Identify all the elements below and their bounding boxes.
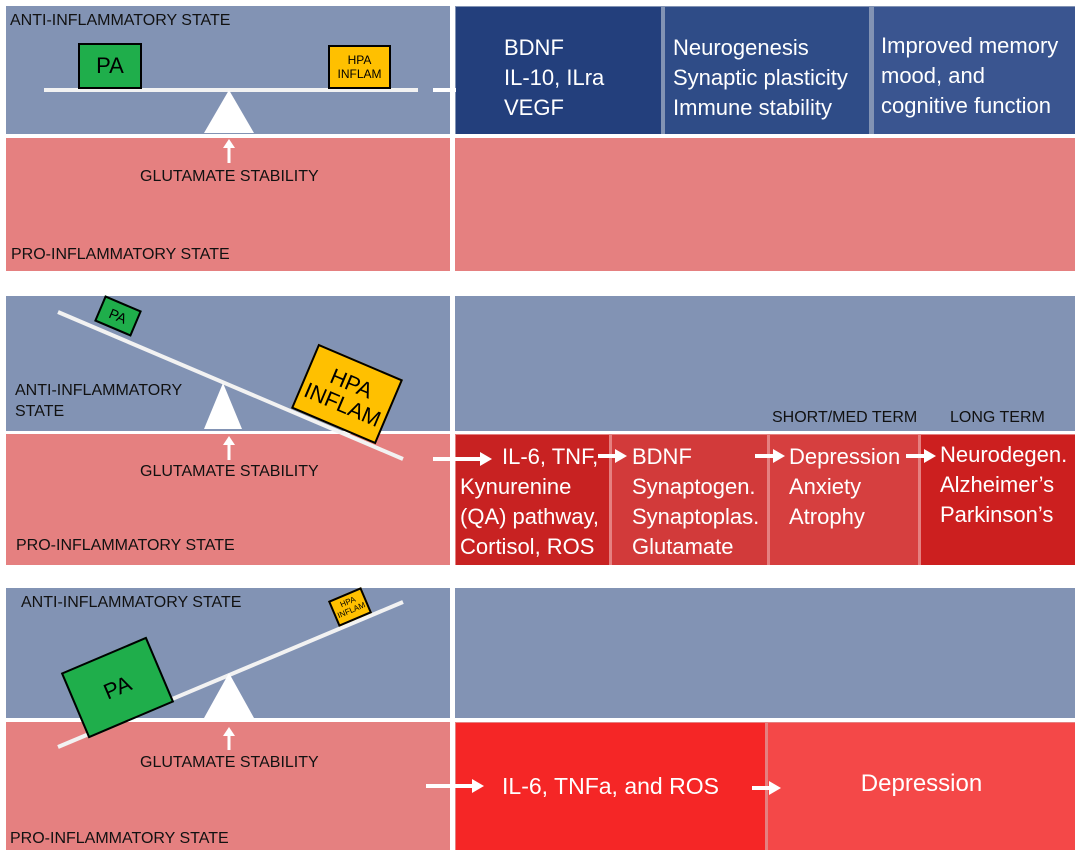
panel2-long-term-label: LONG TERM [950, 409, 1045, 426]
panel2-box1-line3: (QA) pathway, [460, 503, 599, 529]
panel2-anti-label-1: ANTI-INFLAMMATORY [15, 382, 183, 399]
panel3-box2: Depression [768, 723, 1075, 850]
panel1-hpa-label-2: INFLAM [337, 67, 382, 81]
panel1-up-arrow-head [223, 139, 235, 148]
panel3-up-arrow-head [223, 727, 235, 736]
panel1-pa-label: PA [96, 53, 124, 78]
panel2-box2-line1: BDNF [632, 444, 692, 469]
panel2-pro-label: PRO-INFLAMMATORY STATE [16, 537, 235, 554]
panel3-box2-text: Depression [860, 770, 983, 798]
panel2-arrows [480, 449, 936, 466]
panel1-box3-line2: mood, and [881, 62, 985, 88]
panel1-box3-line1: Improved memory [881, 33, 1059, 58]
panel1-box2-line3: Immune stability [673, 94, 832, 120]
panel2-beam [57, 310, 404, 461]
panel1-hpa-block: HPA INFLAM [328, 45, 391, 89]
panel2-box2-line2: Synaptogen. [632, 473, 756, 499]
panel2-glutamate-label: GLUTAMATE STABILITY [140, 463, 319, 480]
panel2-box2-line4: Glutamate [632, 533, 734, 559]
panel2-box2-line3: Synaptoplas. [632, 503, 760, 529]
panel2-up-arrow-head [223, 436, 235, 445]
panel2-short-term-label: SHORT/MED TERM [772, 409, 918, 426]
panel2-box4-line2: Alzheimer’s [940, 471, 1055, 497]
panel2-anti-label-2: STATE [15, 402, 65, 420]
panel2-box4-line3: Parkinson’s [940, 501, 1054, 527]
panel2-box1-line4: Cortisol, ROS [460, 533, 595, 559]
panel2-fulcrum [204, 383, 242, 429]
panel2-box3-line2: Anxiety [789, 473, 862, 499]
panel2-anti-label: ANTI-INFLAMMATORY STATE [15, 381, 182, 423]
panel1-box1-line3: VEGF [504, 94, 564, 120]
panel3-glutamate-label: GLUTAMATE STABILITY [140, 754, 319, 771]
panel1-pa-block: PA [78, 43, 142, 89]
panel1-seesaw [44, 88, 418, 163]
panel1-anti-label: ANTI-INFLAMMATORY STATE [10, 12, 231, 29]
panel1-box2-line1: Neurogenesis [673, 35, 809, 60]
panel1-fulcrum [204, 90, 254, 133]
panel1-right-pro-region [455, 138, 1075, 271]
panel2-box3-line1: Depression [789, 444, 901, 469]
panel3-fulcrum [204, 673, 254, 718]
panel2-box1-line1: IL-6, TNF, [502, 444, 599, 469]
panel3-pro-label: PRO-INFLAMMATORY STATE [10, 830, 229, 847]
panel2-box4: Neurodegen. Alzheimer’s Parkinson’s [921, 435, 1075, 565]
panel3-box1-text: IL-6, TNFa, and ROS [502, 772, 719, 799]
panel1-hpa-label-1: HPA [347, 52, 372, 67]
panel2-box3: Depression Anxiety Atrophy [770, 435, 918, 565]
panel2-box1-line2: Kynurenine [460, 473, 572, 499]
panel3-anti-label: ANTI-INFLAMMATORY STATE [21, 594, 242, 611]
panel3-box1: IL-6, TNFa, and ROS [456, 723, 765, 850]
panel3-right-anti-region [455, 588, 1075, 718]
panel1-pro-label: PRO-INFLAMMATORY STATE [11, 246, 230, 263]
panel1-box2-line2: Synaptic plasticity [673, 64, 848, 90]
panel2-box4-line1: Neurodegen. [940, 442, 1068, 467]
panel2-right-anti-region [455, 296, 1075, 431]
panel2-box3-line3: Atrophy [789, 503, 865, 529]
panel1-box1-line2: IL-10, ILra [504, 64, 605, 90]
panel1-box2: Neurogenesis Synaptic plasticity Immune … [665, 7, 869, 134]
panel1-box1-line1: BDNF [504, 35, 564, 60]
panel2-seesaw [57, 310, 404, 461]
panel1-box3: Improved memory mood, and cognitive func… [874, 7, 1075, 134]
panel1-box3-line3: cognitive function [881, 92, 1051, 118]
panel2-box2: BDNF Synaptogen. Synaptoplas. Glutamate [612, 435, 767, 565]
panel1-box1: BDNF IL-10, ILra VEGF [456, 7, 661, 134]
panel1-glutamate-label: GLUTAMATE STABILITY [140, 168, 319, 185]
